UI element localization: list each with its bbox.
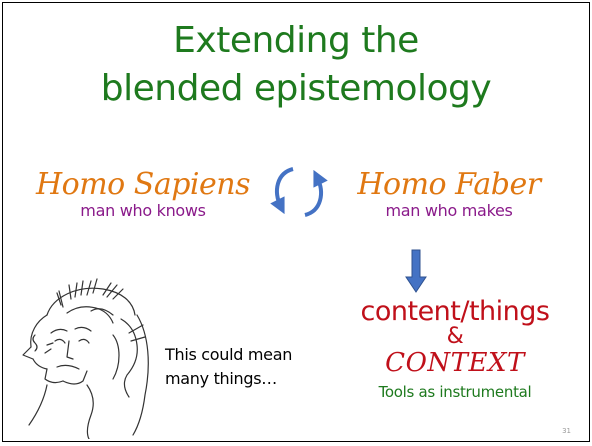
quote-line-1: This could mean <box>165 345 293 364</box>
homo-faber-block: Homo Faber man who makes <box>339 169 559 221</box>
homo-sapiens-gloss: man who knows <box>80 201 206 220</box>
tools-label: Tools as instrumental <box>378 383 532 401</box>
title-line-2: blended epistemology <box>100 68 492 109</box>
content-things-label: content/things <box>360 296 551 327</box>
homo-faber-gloss: man who makes <box>385 201 513 220</box>
homo-sapiens-label: Homo Sapiens <box>36 167 250 202</box>
content-context-block: content/things & CONTEXT Tools as instru… <box>325 297 585 405</box>
title-line-1: Extending the <box>173 20 419 61</box>
down-arrow-icon <box>405 249 427 293</box>
homo-sapiens-block: Homo Sapiens man who knows <box>33 169 253 221</box>
puzzled-head-sketch <box>22 278 149 439</box>
quote-line-2: many things… <box>165 369 277 388</box>
context-label: CONTEXT <box>385 348 525 378</box>
ampersand-label: & <box>446 324 464 349</box>
homo-faber-label: Homo Faber <box>357 167 541 202</box>
slide-title: Extending the blended epistemology <box>3 17 589 113</box>
slide-number: 31 <box>562 427 571 435</box>
quote-text: This could mean many things… <box>165 343 292 391</box>
slide: Extending the blended epistemology Homo … <box>2 2 590 442</box>
cycle-arrows-icon <box>270 167 328 217</box>
